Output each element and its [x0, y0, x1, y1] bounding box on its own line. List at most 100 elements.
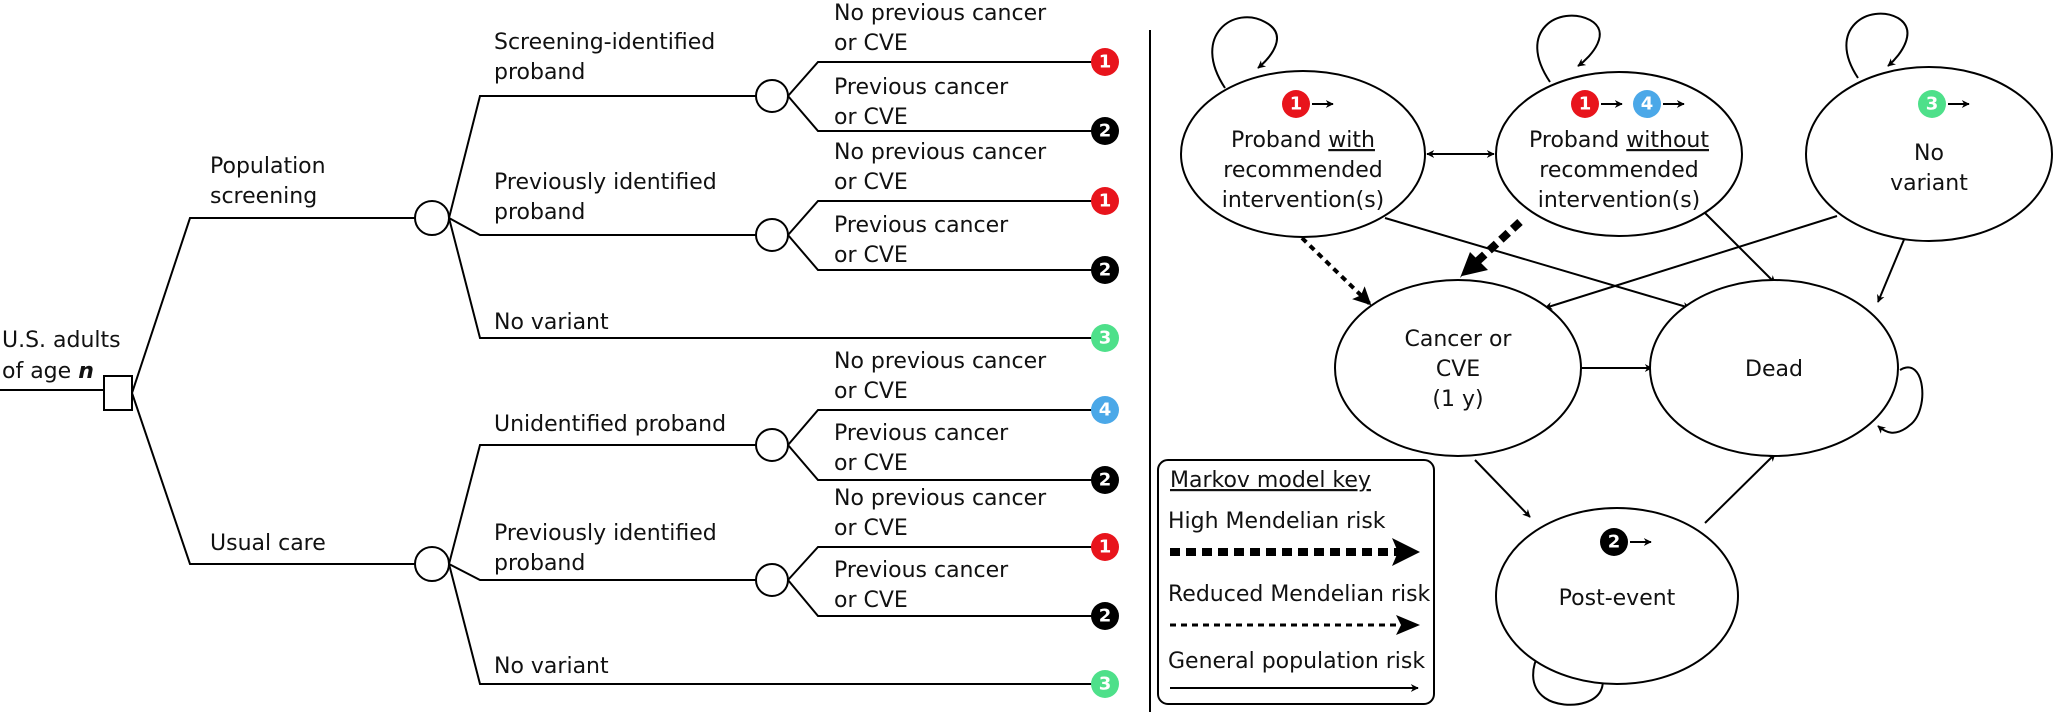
key-general-label: General population risk: [1168, 649, 1425, 674]
outcome-no-prev-line2: or CVE: [834, 31, 908, 56]
chance-node-screening: [414, 200, 450, 236]
svg-text:1: 1: [1099, 537, 1112, 558]
branch-screen-id-line: [448, 95, 756, 219]
state-novariant-label-line1: No: [1914, 141, 1944, 166]
state-without-label-line1: Proband without: [1529, 128, 1709, 153]
svg-text:4: 4: [1099, 400, 1112, 421]
badge-3: 3: [1918, 90, 1946, 118]
outcome-no-prev-line1: No previous cancer: [834, 486, 1047, 511]
transition-arrow: [1544, 215, 1838, 310]
arm-screening-label-line1: Population: [210, 154, 326, 179]
key-title: Markov model key: [1170, 468, 1371, 493]
branch-prev-id-b-label-line1: Previously identified: [494, 521, 717, 546]
leaf-line: [787, 200, 1092, 236]
svg-text:1: 1: [1099, 191, 1112, 212]
arm-screening-label-line2: screening: [210, 184, 317, 209]
state-without-label-line3: intervention(s): [1538, 188, 1701, 213]
chance-node-prev-id-a: [755, 218, 789, 252]
self-loop-arrow: [1845, 12, 1909, 79]
branch-prev-id-a-label-line2: proband: [494, 200, 585, 225]
branch-screen-id-label-line1: Screening-identified: [494, 30, 715, 55]
branch-no-variant-b-label: No variant: [494, 654, 609, 679]
state-with-label-line3: intervention(s): [1222, 188, 1385, 213]
outcome-no-prev-line2: or CVE: [834, 379, 908, 404]
self-loop-arrow: [1536, 14, 1601, 83]
outcome-no-prev-line1: No previous cancer: [834, 1, 1047, 26]
self-loop-arrow: [1211, 16, 1278, 89]
state-post-label: Post-event: [1559, 586, 1676, 611]
branch-prev-id-a-line: [448, 217, 756, 236]
chance-node-usual: [414, 546, 450, 582]
key-high-label: High Mendelian risk: [1168, 509, 1386, 534]
state-cancer-label-line3: (1 y): [1432, 387, 1483, 412]
transition-arrow: [1704, 453, 1776, 524]
svg-text:3: 3: [1099, 674, 1112, 695]
reduced-risk-arrow: [1300, 236, 1372, 306]
svg-text:2: 2: [1099, 121, 1112, 142]
badge-2: 2: [1600, 528, 1628, 556]
arm-usual-line: [131, 392, 416, 565]
root-label-line1: U.S. adults: [2, 328, 121, 353]
high-risk-arrowhead: [1460, 252, 1488, 278]
outcome-prev-line2: or CVE: [834, 588, 908, 613]
leaf-line: [787, 579, 1092, 617]
state-cancer-label-line2: CVE: [1436, 357, 1480, 382]
badge-1: 1: [1091, 48, 1119, 76]
outcome-prev-line2: or CVE: [834, 105, 908, 130]
badge-3: 3: [1091, 324, 1119, 352]
branch-no-variant-a-label: No variant: [494, 310, 609, 335]
chance-node-unidentified: [755, 428, 789, 462]
state-dead: [1649, 279, 1899, 457]
transition-arrow: [1699, 207, 1776, 284]
state-cancer-label-line1: Cancer or: [1405, 327, 1513, 352]
svg-text:1: 1: [1290, 94, 1303, 115]
key-reduced-label: Reduced Mendelian risk: [1168, 582, 1431, 607]
outcome-no-prev-line1: No previous cancer: [834, 349, 1047, 374]
state-no-variant: [1805, 66, 2053, 242]
branch-screen-id-label-line2: proband: [494, 60, 585, 85]
transition-arrow: [1474, 459, 1531, 518]
chance-node-screen-id: [755, 79, 789, 113]
badge-1: 1: [1282, 90, 1310, 118]
svg-text:1: 1: [1099, 52, 1112, 73]
badge-2: 2: [1091, 602, 1119, 630]
badge-4: 4: [1633, 90, 1661, 118]
svg-text:2: 2: [1099, 260, 1112, 281]
key-reduced-arrowhead: [1396, 615, 1420, 635]
branch-prev-id-b-label-line2: proband: [494, 551, 585, 576]
key-high-arrowhead: [1392, 538, 1420, 566]
branch-no-variant-b-line: [448, 563, 1092, 685]
state-cancer-cve: [1334, 279, 1582, 457]
svg-text:3: 3: [1099, 328, 1112, 349]
branch-prev-id-b-line: [448, 563, 756, 581]
outcome-prev-line1: Previous cancer: [834, 213, 1009, 238]
outcome-no-prev-line2: or CVE: [834, 516, 908, 541]
svg-text:2: 2: [1099, 606, 1112, 627]
badge-2: 2: [1091, 466, 1119, 494]
chance-node-prev-id-b: [755, 563, 789, 597]
self-loop-arrow: [1877, 366, 1924, 434]
state-with-label-line2: recommended: [1223, 158, 1382, 183]
outcome-no-prev-line2: or CVE: [834, 170, 908, 195]
branch-no-variant-a-line: [448, 217, 1092, 339]
badge-2: 2: [1091, 117, 1119, 145]
root-label-line2: of age n: [2, 359, 94, 384]
badge-2: 2: [1091, 256, 1119, 284]
branch-unidentified-line: [448, 444, 756, 565]
branch-prev-id-a-label-line1: Previously identified: [494, 170, 717, 195]
badge-3: 3: [1091, 670, 1119, 698]
leaf-line: [787, 95, 1092, 132]
svg-text:2: 2: [1608, 532, 1621, 553]
self-loop-arrow: [1532, 651, 1604, 706]
markov-model: Proband with recommended intervention(s)…: [1157, 12, 2053, 706]
transition-arrow: [1384, 217, 1691, 310]
badge-1: 1: [1091, 187, 1119, 215]
high-risk-arrow-line: [1465, 219, 1523, 273]
markov-key: Markov model key High Mendelian risk Red…: [1157, 459, 1435, 705]
outcome-prev-line1: Previous cancer: [834, 421, 1009, 446]
svg-text:2: 2: [1099, 470, 1112, 491]
outcome-prev-line2: or CVE: [834, 451, 908, 476]
state-novariant-label-line2: variant: [1890, 171, 1968, 196]
badge-4: 4: [1091, 396, 1119, 424]
leaf-line: [787, 234, 1092, 271]
